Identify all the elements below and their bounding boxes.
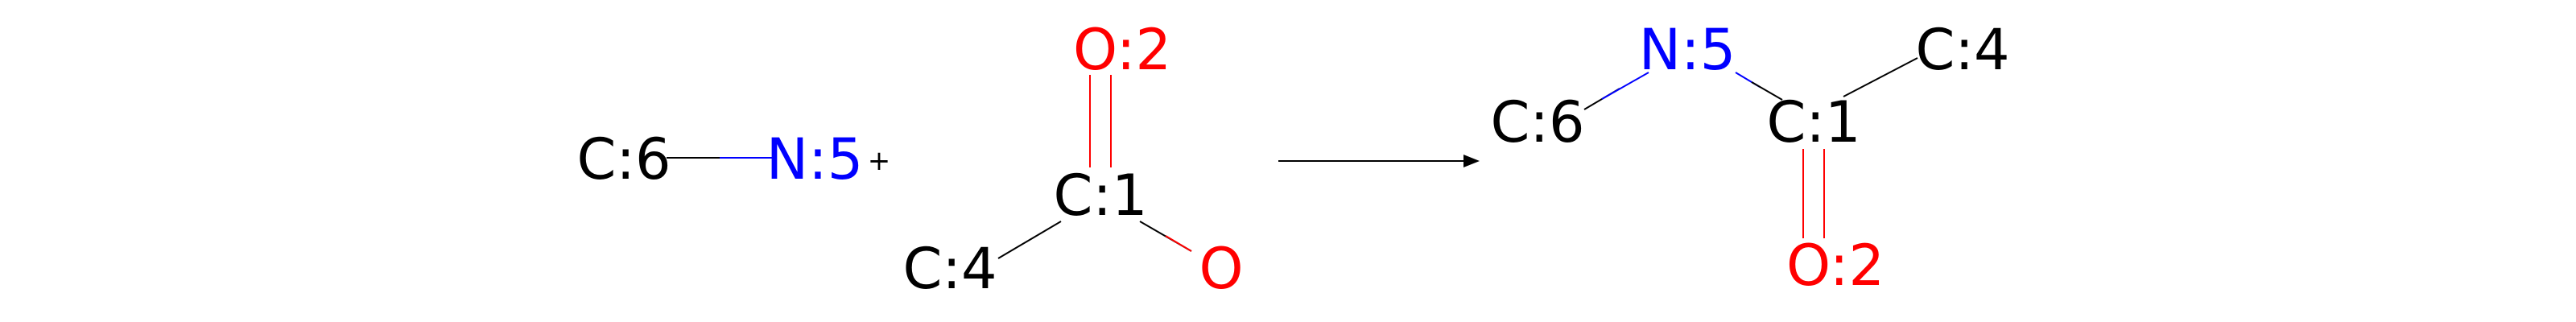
bond-c1-o-right [1165,235,1192,252]
atom-o2: O:2 [1073,17,1171,83]
reactant-acetic-acid: O:2 C:1 C:4 O [903,17,1244,302]
arrow-head [1463,155,1480,167]
atom-c1: C:1 [1767,89,1861,155]
atom-o2: O:2 [1786,233,1885,299]
bond-c6-n5-b [1601,72,1649,100]
product-n-methylacetamide: N:5 C:4 C:6 C:1 O:2 [1491,17,2010,299]
atom-n5: N:5 [1639,17,1736,83]
atom-o: O [1199,236,1243,302]
atom-c6: C:6 [577,126,671,192]
reactant-methylamine: C:6 N:5 [577,126,864,192]
bond-c1-c4 [997,221,1062,259]
atom-c6: C:6 [1491,89,1585,155]
atom-c4: C:4 [1916,17,2010,83]
plus-sign: + [868,145,891,177]
atom-c1: C:1 [1054,163,1148,229]
atom-c4: C:4 [903,236,997,302]
bond-c1-c4 [1843,57,1918,97]
bond-n5-c1-b [1751,81,1783,101]
atom-n5: N:5 [766,126,863,192]
reaction-arrow [1278,155,1480,167]
